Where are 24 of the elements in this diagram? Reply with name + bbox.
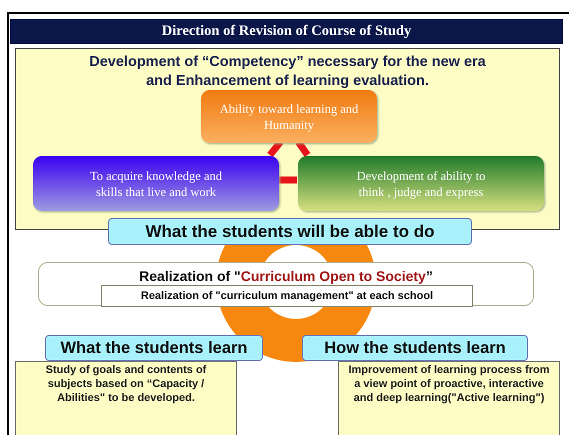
management-box — [101, 285, 473, 307]
node-text: Study of goals and contents of subjects based on “Capacity / Abilities" to be developed. — [44, 363, 208, 405]
node-text: To acquire knowledge and skills that live and work — [88, 168, 224, 200]
node-text: Realization of "curriculum management" at each school — [140, 290, 434, 302]
heading-banner — [302, 335, 528, 361]
content-panel — [338, 361, 560, 435]
node-text: What the students will be able to do — [145, 222, 434, 242]
node-text: Development of “Competency” necessary for the new era and Enhancement of learning evaluation. — [88, 53, 487, 91]
ability-box — [201, 90, 377, 143]
node-text: Improvement of learning process from a view point of proactive, interactive and deep learning("Active learning") — [347, 363, 551, 405]
node-text: Development of ability to think , judge and express — [356, 168, 486, 200]
heading-banner — [108, 218, 472, 245]
node-text: Realization of "Curriculum Open to Society” — [139, 268, 433, 284]
node-text: How the students learn — [324, 338, 506, 358]
node-text: What the students learn — [60, 338, 248, 358]
heading-banner — [45, 335, 263, 361]
ability-box — [33, 156, 279, 211]
title-bar: Direction of Revision of Course of Study — [10, 19, 563, 44]
ability-box — [298, 156, 544, 211]
realization-box — [38, 262, 534, 306]
content-panel — [15, 361, 237, 435]
connector-bar — [296, 140, 310, 157]
connector-bar — [278, 176, 297, 184]
node-text: Ability toward learning and Humanity — [218, 100, 360, 132]
